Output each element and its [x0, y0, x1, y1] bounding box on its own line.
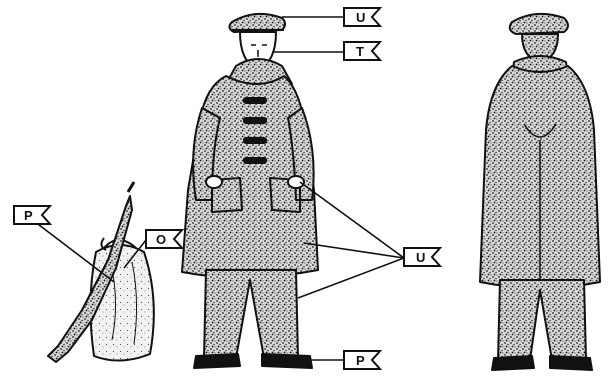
back-figure: [480, 14, 600, 370]
front-trousers: [204, 270, 298, 358]
flag-shoes: P: [344, 351, 380, 369]
flag-collar: T: [344, 42, 380, 60]
flag-cap-text: U: [356, 10, 365, 25]
flag-rifle: P: [14, 206, 50, 224]
flag-rifle-text: P: [24, 208, 33, 223]
back-cap: [510, 14, 568, 34]
flag-coat: U: [404, 248, 440, 266]
front-right-shoe: [262, 354, 312, 368]
front-left-shoe: [194, 354, 240, 368]
flag-sack-text: O: [156, 232, 166, 247]
flag-sack: O: [146, 230, 182, 248]
back-left-shoe: [492, 356, 534, 370]
flag-coat-text: U: [416, 250, 425, 265]
flag-shoes-text: P: [356, 353, 365, 368]
flag-cap: U: [344, 8, 380, 26]
flag-collar-text: T: [356, 44, 364, 59]
back-trousers: [498, 280, 586, 360]
back-right-shoe: [550, 356, 592, 370]
front-figure: [182, 14, 318, 368]
